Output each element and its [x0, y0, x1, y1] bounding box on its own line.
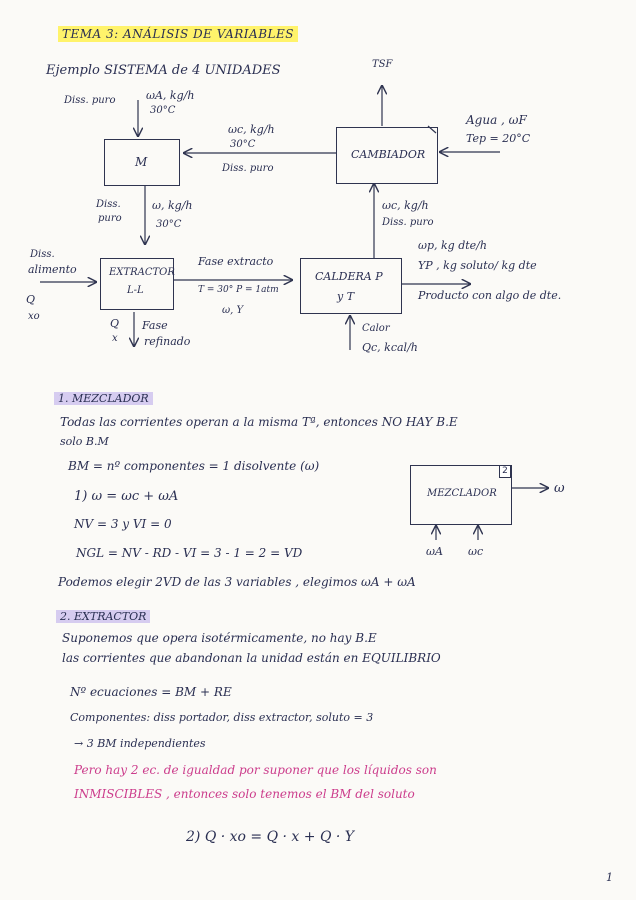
label-wp: ωp, kg dte/h: [418, 239, 487, 252]
label-q-bot: Q: [110, 317, 120, 330]
page-title: TEMA 3: ANÁLISIS DE VARIABLES: [58, 26, 298, 42]
label-tp: T = 30° P = 1atm: [198, 285, 279, 295]
section1-line4: Podemos elegir 2VD de las 3 variables , …: [58, 575, 416, 589]
label-yp: YP , kg soluto/ kg dte: [418, 259, 537, 272]
mini-mixer-in2-label: ωc: [468, 545, 484, 558]
label-fase-refinado-2: refinado: [144, 335, 191, 348]
mini-mixer-in1-label: ωA: [426, 545, 443, 558]
extractor-label: EXTRACTOR: [109, 267, 175, 278]
section2-line6: Pero hay 2 ec. de igualdad por suponer q…: [74, 763, 437, 777]
label-q-left: Q: [26, 293, 36, 306]
label-wa: ωA, kg/h: [146, 89, 195, 102]
section1-eq1: 1) ω = ωc + ωA: [74, 489, 179, 504]
section1-eq3: NGL = NV - RD - VI = 3 - 1 = 2 = VD: [76, 546, 303, 560]
section2-line3: Nº ecuaciones = BM + RE: [70, 685, 232, 699]
mini-mixer-label: MEZCLADOR: [427, 488, 497, 499]
label-xo-left: xo: [28, 311, 40, 322]
label-fase-extracto: Fase extracto: [198, 255, 274, 268]
section2-heading: 2. EXTRACTOR: [56, 610, 151, 623]
label-agua: Agua , ωF: [466, 113, 527, 127]
page-number: 1: [606, 871, 613, 884]
label-wc-top-temp: 30°C: [230, 139, 256, 150]
label-producto: Producto con algo de dte.: [418, 289, 562, 302]
mini-mixer-badge: 2: [499, 465, 511, 478]
example-heading: Ejemplo SISTEMA de 4 UNIDADES: [46, 63, 281, 78]
label-diss-alimento-1: Diss.: [30, 249, 55, 260]
label-diss-left-1: Diss.: [96, 199, 121, 210]
label-diss-puro-right: Diss. puro: [382, 217, 434, 228]
label-wa-temp: 30°C: [150, 105, 176, 116]
section1-heading: 1. MEZCLADOR: [54, 392, 153, 405]
label-wc-top: ωc, kg/h: [228, 123, 275, 136]
label-x-bot: x: [112, 333, 118, 344]
section2-eq: 2) Q · xo = Q · x + Q · Y: [186, 829, 355, 845]
label-fase-refinado-1: Fase: [142, 319, 168, 332]
section1-eq2: NV = 3 y VI = 0: [74, 517, 172, 531]
boiler-box: CALDERA P y T: [300, 258, 402, 314]
boiler-conditions: y T: [337, 290, 355, 303]
label-diss-puro-top: Diss. puro: [64, 95, 116, 106]
mini-mixer-out-label: ω: [554, 481, 565, 496]
section1-line3: BM = nº componentes = 1 disolvente (ω): [68, 459, 320, 473]
label-diss-puro-mid: Diss. puro: [222, 163, 274, 174]
section2-line7: INMISCIBLES , entonces solo tenemos el B…: [74, 787, 415, 801]
label-diss-left-2: puro: [98, 213, 122, 224]
label-tep: Tep = 20°C: [466, 132, 531, 145]
label-tsf: TSF: [372, 59, 393, 70]
mini-mixer-box: MEZCLADOR 2: [410, 465, 512, 525]
exchanger-label: CAMBIADOR: [351, 148, 426, 161]
exchanger-box: CAMBIADOR: [336, 127, 438, 184]
section1-line2: solo B.M: [60, 435, 109, 448]
extractor-type: L-L: [127, 285, 144, 296]
section2-line4: Componentes: diss portador, diss extract…: [70, 711, 374, 724]
boiler-label: CALDERA P: [315, 270, 383, 283]
mixer-label: M: [135, 155, 148, 169]
label-wc-right: ωc, kg/h: [382, 199, 429, 212]
label-w-temp: 30°C: [156, 219, 182, 230]
section2-line5: → 3 BM independientes: [74, 737, 206, 750]
label-calor: Calor: [362, 323, 390, 334]
label-wy: ω, Y: [222, 305, 244, 316]
mixer-box: M: [104, 139, 180, 186]
section2-line1: Suponemos que opera isotérmicamente, no …: [62, 631, 377, 645]
label-qc: Qc, kcal/h: [362, 341, 418, 354]
extractor-box: EXTRACTOR L-L: [100, 258, 175, 310]
section2-line2: las corrientes que abandonan la unidad e…: [62, 651, 441, 665]
label-w-kgh: ω, kg/h: [152, 199, 193, 212]
section1-line1: Todas las corrientes operan a la misma T…: [60, 415, 458, 429]
label-diss-alimento-2: alimento: [28, 263, 77, 276]
